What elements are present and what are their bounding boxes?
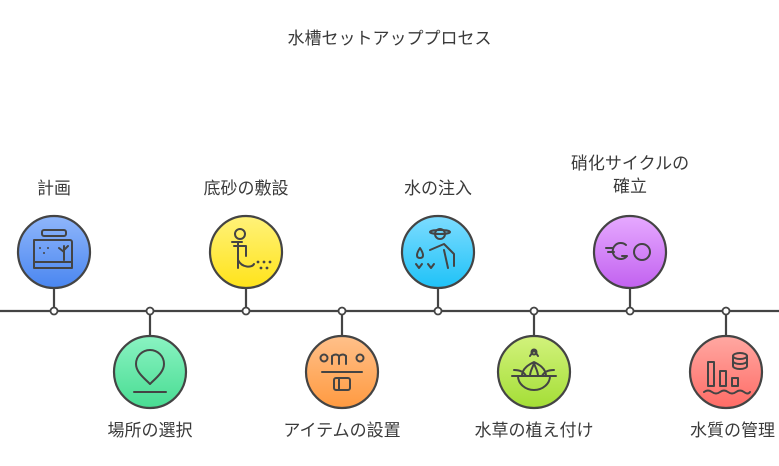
step-label: 場所の選択 xyxy=(107,421,193,441)
step-label-line: 硝化サイクルの xyxy=(570,154,690,174)
step-circle xyxy=(16,214,92,290)
step-label: 計画 xyxy=(37,179,71,199)
timeline-node xyxy=(241,306,251,316)
step-circle xyxy=(496,334,572,410)
equipment-placement-icon xyxy=(319,353,365,391)
step-8 xyxy=(688,306,764,410)
step-label: 底砂の敷設 xyxy=(203,179,289,199)
timeline-node xyxy=(433,306,443,316)
step-label-line: 確立 xyxy=(613,177,647,197)
step-7 xyxy=(592,214,668,316)
step-label: アイテムの設置 xyxy=(283,421,401,441)
aquarium-plan-icon xyxy=(33,229,73,269)
step-circle xyxy=(592,214,668,290)
timeline-node xyxy=(625,306,635,316)
diagram-title: 水槽セットアッププロセス xyxy=(287,29,492,49)
step-label: 水の注入 xyxy=(404,179,472,199)
timeline-node xyxy=(49,306,59,316)
step-3 xyxy=(208,214,284,316)
step-circle xyxy=(400,214,476,290)
step-1 xyxy=(16,214,92,316)
go-start-icon xyxy=(605,242,651,261)
location-pin-icon xyxy=(133,349,167,393)
step-label: 水質の管理 xyxy=(690,421,775,441)
step-circle xyxy=(112,334,188,410)
step-6 xyxy=(496,306,572,410)
plant-bowl-icon xyxy=(511,348,557,391)
timeline-node xyxy=(337,306,347,316)
person-spreading-gravel-icon xyxy=(231,228,272,270)
water-quality-chart-icon xyxy=(703,352,751,395)
timeline-node xyxy=(721,306,731,316)
step-4 xyxy=(304,306,380,410)
person-pouring-water-icon xyxy=(415,228,455,269)
step-label: 水草の植え付け xyxy=(474,421,594,441)
timeline-node xyxy=(529,306,539,316)
step-5 xyxy=(400,214,476,316)
step-2 xyxy=(112,306,188,410)
step-label: 硝化サイクルの確立 xyxy=(540,153,720,199)
timeline-node xyxy=(145,306,155,316)
